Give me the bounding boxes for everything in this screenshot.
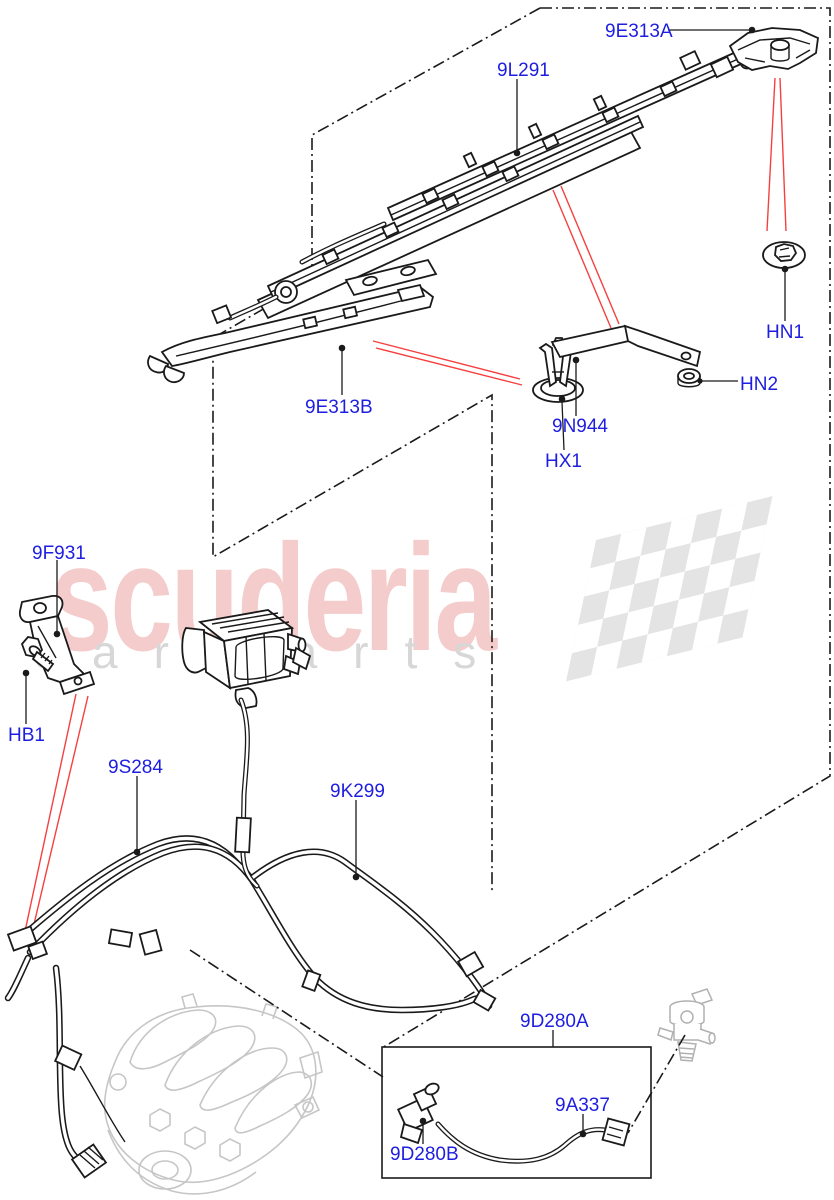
bracket-9n944 bbox=[550, 324, 702, 368]
detail-leader-line bbox=[189, 949, 384, 1078]
part-label-9L291[interactable]: 9L291 bbox=[497, 60, 550, 81]
part-label-9D280A[interactable]: 9D280A bbox=[520, 1011, 589, 1032]
watermark: scuderia car parts bbox=[33, 495, 773, 683]
intake-manifold-ghost bbox=[103, 993, 323, 1195]
part-label-HN2[interactable]: HN2 bbox=[740, 374, 778, 395]
upper-plane-outline bbox=[381, 7, 831, 1049]
nut-hn2 bbox=[677, 368, 701, 388]
part-label-9F931[interactable]: 9F931 bbox=[32, 543, 86, 564]
detail-box-9d280a bbox=[381, 1046, 652, 1179]
evap-canister bbox=[181, 609, 312, 709]
left-plane-outline bbox=[212, 7, 541, 893]
bracket-9e313b bbox=[147, 258, 438, 384]
part-label-9K299[interactable]: 9K299 bbox=[330, 781, 385, 802]
callout-plane-lines bbox=[189, 7, 831, 1134]
purge-valve-9d280b bbox=[396, 1082, 440, 1145]
part-label-HX1[interactable]: HX1 bbox=[545, 451, 582, 472]
pump-leader-line bbox=[627, 1034, 686, 1134]
fuel-lines-harness bbox=[4, 697, 497, 1179]
part-label-HB1[interactable]: HB1 bbox=[8, 725, 45, 746]
part-label-9D280B[interactable]: 9D280B bbox=[390, 1144, 459, 1165]
bolt-hb1 bbox=[20, 636, 55, 673]
leader-lines bbox=[22, 26, 789, 1144]
fuel-pipe-9a337 bbox=[435, 1117, 631, 1164]
checkered-flag-watermark bbox=[565, 495, 773, 682]
heat-shield-9e313a bbox=[728, 27, 819, 71]
part-label-9S284[interactable]: 9S284 bbox=[108, 757, 163, 778]
part-label-9A337[interactable]: 9A337 bbox=[555, 1095, 610, 1116]
part-label-HN1[interactable]: HN1 bbox=[766, 322, 804, 343]
red-pointer-lines bbox=[23, 77, 787, 942]
fuel-rail-assembly bbox=[211, 49, 755, 325]
part-label-9E313A[interactable]: 9E313A bbox=[605, 21, 673, 42]
part-label-9N944[interactable]: 9N944 bbox=[552, 416, 608, 437]
part-labels: 9E313A 9L291 HN1 HN2 9N944 HX1 9E313B 9F… bbox=[8, 21, 804, 1165]
part-label-9E313B[interactable]: 9E313B bbox=[305, 397, 373, 418]
grommet-hn1 bbox=[762, 241, 806, 269]
high-pressure-pump-ghost bbox=[657, 988, 716, 1062]
